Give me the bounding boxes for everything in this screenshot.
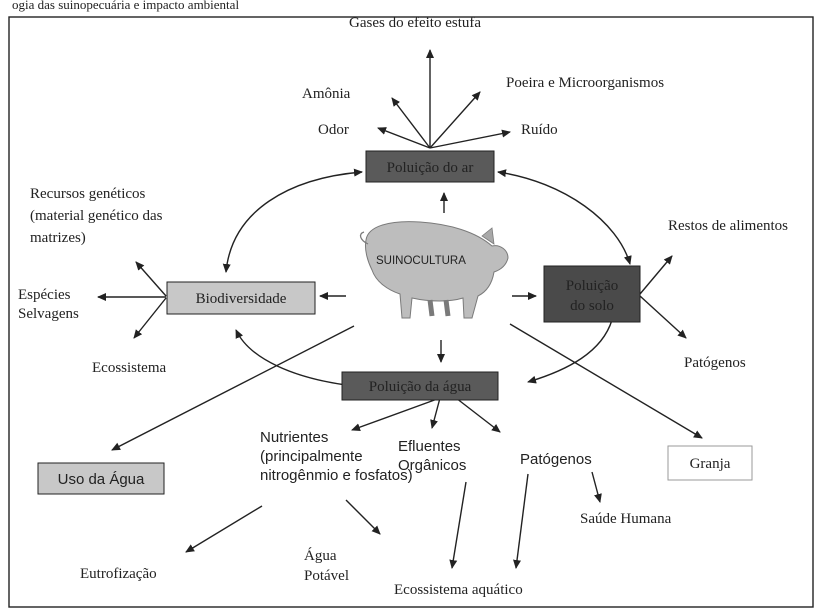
water-use-box bbox=[37, 462, 165, 495]
label-nutrients-3: nitrogênmio e fosfatos) bbox=[260, 467, 413, 484]
soil-pollution-box bbox=[543, 265, 641, 323]
arrow-center-to-water-use bbox=[111, 325, 355, 451]
biodiversity-label: Biodiversidade bbox=[196, 291, 287, 307]
arrow-ecosystem bbox=[133, 297, 167, 339]
water-pollution-box bbox=[341, 371, 499, 401]
curve-air-biodiversity bbox=[222, 168, 363, 273]
diagram-frame bbox=[8, 16, 814, 608]
soil-arrows bbox=[512, 255, 687, 339]
water-use-label: Uso da Água bbox=[58, 471, 145, 488]
label-genetic-2: (material genético das bbox=[30, 208, 163, 224]
label-effluents-2: Orgânicos bbox=[398, 457, 466, 474]
label-dust: Poeira e Microorganismos bbox=[506, 75, 664, 91]
label-soil-pathogens: Patógenos bbox=[684, 355, 746, 371]
caption-fragment: ogia das suinopecuária e impacto ambient… bbox=[12, 0, 239, 12]
farm-label: Granja bbox=[690, 456, 731, 472]
curve-water-biodiversity bbox=[235, 329, 347, 386]
pig-leg bbox=[443, 299, 451, 317]
label-potable-1: Água bbox=[304, 547, 337, 564]
label-genetic-3: matrizes) bbox=[30, 230, 86, 246]
farm-box bbox=[667, 445, 753, 481]
arrow-water-to-nutrients bbox=[351, 397, 441, 432]
arrow-soil-pathogens bbox=[639, 295, 687, 339]
arrow-water-to-effluents bbox=[430, 397, 441, 429]
label-ecosystem: Ecossistema bbox=[92, 360, 166, 376]
label-wild-1: Espécies bbox=[18, 287, 71, 303]
label-ammonia: Amônia bbox=[302, 86, 351, 102]
air-pollution-label: Poluição do ar bbox=[387, 160, 474, 176]
pig-ear bbox=[481, 227, 495, 245]
soil-pollution-label-2: do solo bbox=[570, 298, 614, 314]
soil-pollution-label-1: Poluição bbox=[566, 278, 619, 294]
label-noise: Ruído bbox=[521, 122, 558, 138]
arrow-pathogens-to-health bbox=[591, 471, 602, 503]
pig-leg bbox=[427, 299, 435, 317]
label-food-waste: Restos de alimentos bbox=[668, 218, 788, 234]
arrow-food-waste bbox=[639, 255, 673, 295]
arrow-dust bbox=[429, 91, 481, 149]
pig-illustration: SUINOCULTURA bbox=[359, 221, 509, 319]
air-pollution-box bbox=[365, 150, 495, 183]
pig-tail bbox=[359, 231, 369, 245]
water-pollution-label: Poluição da água bbox=[369, 379, 472, 395]
hub-connections bbox=[222, 168, 632, 386]
arrow-water-to-pathogens bbox=[455, 397, 501, 433]
arrow-noise bbox=[429, 129, 511, 149]
arrow-odor bbox=[377, 127, 431, 149]
label-odor: Odor bbox=[318, 122, 349, 138]
arrow-pathogens-to-aquatic bbox=[513, 473, 529, 569]
label-nutrients-1: Nutrientes bbox=[260, 429, 328, 446]
arrow-genetic bbox=[135, 261, 167, 297]
label-wild-2: Selvagens bbox=[18, 306, 79, 322]
curve-soil-water bbox=[527, 319, 613, 384]
label-nutrients-2: (principalmente bbox=[260, 448, 363, 465]
air-effect-arrows bbox=[377, 49, 511, 213]
water-arrows bbox=[111, 323, 703, 569]
label-effluents-1: Efluentes bbox=[398, 438, 461, 455]
arrow-center-to-farm bbox=[509, 323, 703, 439]
arrow-nutrients-to-potable bbox=[345, 499, 381, 535]
label-human-health: Saúde Humana bbox=[580, 511, 672, 527]
pig-body bbox=[365, 221, 509, 319]
label-genetic-1: Recursos genéticos bbox=[30, 186, 146, 202]
biodiversity-arrows bbox=[97, 261, 346, 339]
arrow-effluents-to-aquatic bbox=[449, 481, 467, 569]
curve-air-soil bbox=[497, 169, 632, 265]
arrow-nutrients-to-eutrophication bbox=[185, 505, 263, 553]
label-greenhouse: Gases do efeito estufa bbox=[349, 15, 481, 31]
center-label: SUINOCULTURA bbox=[376, 255, 466, 267]
label-water-pathogens: Patógenos bbox=[520, 451, 592, 468]
arrow-ammonia bbox=[391, 97, 431, 149]
label-aquatic-ecosystem: Ecossistema aquático bbox=[394, 582, 523, 598]
biodiversity-box bbox=[166, 281, 316, 315]
label-potable-2: Potável bbox=[304, 568, 349, 584]
label-eutrophication: Eutrofização bbox=[80, 566, 157, 582]
